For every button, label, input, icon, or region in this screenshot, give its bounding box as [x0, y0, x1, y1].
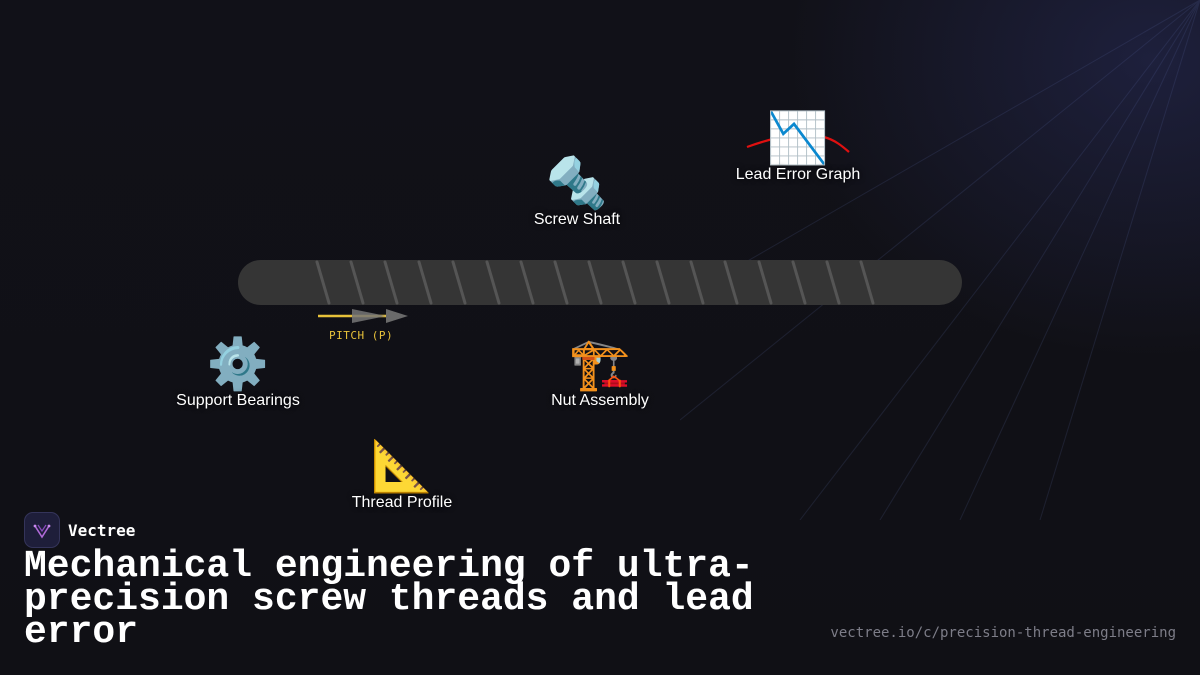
thread-line: [655, 260, 671, 305]
thread-line: [451, 260, 467, 305]
thread-line: [689, 260, 705, 305]
page-title: Mechanical engineering of ultra-precisio…: [24, 545, 754, 654]
thread-line: [791, 260, 807, 305]
node-label: Screw Shaft: [533, 211, 621, 228]
thread-line: [485, 260, 501, 305]
thread-line: [417, 260, 433, 305]
node-thread-profile: 📐 Thread Profile: [352, 438, 453, 512]
chart-decreasing-icon: 📉: [766, 109, 830, 167]
node-nut-assembly: 🏗️ Nut Assembly: [551, 336, 649, 410]
pitch-label: PITCH (P): [329, 329, 394, 342]
thread-line: [519, 260, 535, 305]
thread-line: [825, 260, 841, 305]
thread-line: [587, 260, 603, 305]
thread-line: [349, 260, 365, 305]
thread-line: [859, 260, 875, 305]
construction-crane-icon: 🏗️: [568, 335, 632, 393]
node-support-bearings: ⚙️ Support Bearings: [176, 336, 300, 410]
thread-line: [383, 260, 399, 305]
node-label: Nut Assembly: [551, 392, 649, 409]
lead-error-curve: [746, 133, 850, 153]
nut-and-bolt-icon: 🔩: [545, 154, 609, 212]
vectree-logo-icon: [24, 512, 60, 548]
thread-line: [723, 260, 739, 305]
page-url[interactable]: vectree.io/c/precision-thread-engineerin…: [830, 625, 1176, 641]
brand: Vectree: [24, 512, 135, 548]
node-screw-shaft: 🔩 Screw Shaft: [534, 155, 620, 229]
node-label: Support Bearings: [176, 392, 300, 409]
thread-lines: [315, 260, 875, 305]
thread-line: [757, 260, 773, 305]
pitch-arrow: [318, 309, 408, 323]
thread-line: [621, 260, 637, 305]
gear-icon: ⚙️: [206, 335, 270, 393]
thread-line: [553, 260, 569, 305]
node-lead-error-graph: 📉 Lead Error Graph: [736, 110, 861, 184]
triangular-ruler-icon: 📐: [370, 437, 434, 495]
screw-shaft-body: [238, 260, 962, 305]
background-rays: [680, 0, 1200, 520]
thread-line: [315, 260, 331, 305]
brand-name: Vectree: [68, 520, 136, 540]
node-label: Lead Error Graph: [735, 166, 861, 183]
node-label: Thread Profile: [351, 494, 453, 511]
